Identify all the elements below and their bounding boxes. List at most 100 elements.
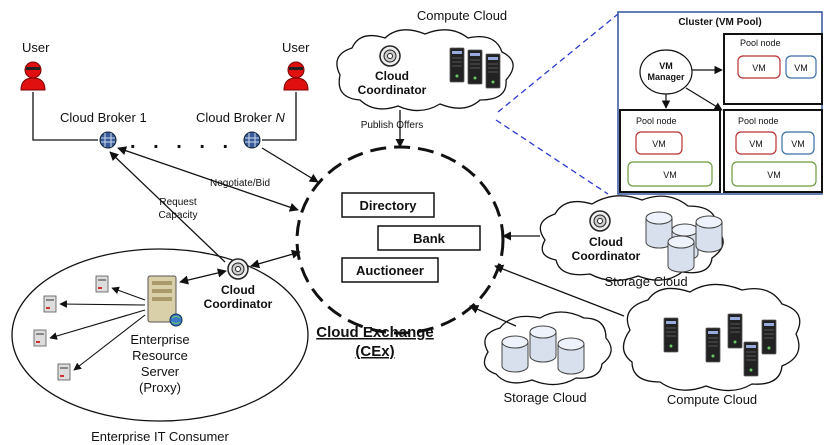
enterprise-consumer-label: Enterprise IT Consumer [91,429,229,444]
bank-box: Bank [377,225,481,251]
pool-node: Pool node VM VM VM [723,109,823,193]
vm-label: VM [791,139,805,149]
user-right: User [282,40,310,91]
server-icon [705,327,721,363]
pc-icon [95,275,109,293]
server-icon [743,341,759,377]
auctioneer-label: Auctioneer [356,263,424,278]
vm-label: VM [767,170,781,180]
pool-node-label: Pool node [738,116,779,126]
compute-cloud-top: Compute Cloud Cloud Coordinator [336,8,514,112]
vm-label: VM [752,63,766,73]
vm-label: VM [749,139,763,149]
vm-box [735,131,777,155]
server-icon [761,319,777,355]
pc-link [111,286,146,301]
vm-box [785,55,817,79]
coordinator-enterprise-icon [227,258,249,280]
storage-drum-icon [695,215,723,253]
user-left-label: User [22,40,50,55]
coordinator-top-line2: Coordinator [358,83,427,97]
request-capacity-arrow [109,151,226,263]
negotiate-bid-label: Negotiate/Bid [210,178,270,189]
storage-drum-icon [529,325,557,363]
exchange-title: Cloud Exchange [316,324,434,341]
enterprise-server-line3: Server [141,364,180,379]
user-left-icon [20,61,46,91]
vm-manager-line2: Manager [647,72,685,82]
pc-icon [33,329,47,347]
broker-n-arrow [261,147,319,183]
pc-icon [57,363,71,381]
coordinator-enterprise-line2: Coordinator [204,297,273,311]
storage-drum-icon [557,337,585,375]
vm-label: VM [652,139,666,149]
request-capacity-line2: Capacity [159,210,198,221]
cluster-title: Cluster (VM Pool) [678,17,761,28]
coordinator-top-line1: Cloud [375,69,409,83]
storage-cloud-right-label: Storage Cloud [604,274,687,289]
compute-cloud-bottom-label: Compute Cloud [667,392,757,407]
coordinator-right-icon [589,210,611,232]
cluster-panel: Cluster (VM Pool) VM Manager Pool node V… [617,11,823,195]
compute-cloud-top-label: Compute Cloud [417,8,507,23]
enterprise-boundary [11,248,309,422]
vm-box [781,131,815,155]
user-right-icon [283,61,309,91]
broker-n-icon [243,131,261,149]
request-capacity-line1: Request [159,197,196,208]
cluster-zoom-line [495,119,609,195]
negotiate-bid-arrow [117,146,299,212]
vm-manager-link [685,87,723,111]
vm-label: VM [794,63,808,73]
vm-box [627,161,713,187]
auctioneer-box: Auctioneer [341,257,439,283]
storage-cloud-right: Cloud Coordinator Storage Cloud [539,195,724,289]
storage-cloud-bottom-label: Storage Cloud [503,390,586,405]
broker-1: Cloud Broker 1 [60,110,147,149]
cluster-zoom-line [497,13,619,113]
vm-box [635,131,683,155]
coordinator-top-icon [379,45,401,67]
compute-cloud-bottom: Compute Cloud [622,283,801,407]
user-left-connector [32,92,98,141]
storage-drum-icon [667,235,695,273]
vm-box [737,55,781,79]
pc-link [49,309,146,340]
compute-bottom-arrow [494,264,625,317]
storage-bottom-arrow [469,305,517,327]
bank-label: Bank [413,231,446,246]
proxy-coordinator-arrow [179,268,227,285]
broker-1-label: Cloud Broker 1 [60,110,147,125]
broker-ellipsis: . . . . . [130,131,234,153]
user-right-connector [262,92,297,141]
server-icon [663,317,679,353]
storage-drum-icon [501,335,529,373]
broker-n-label: Cloud Broker N [196,110,285,125]
directory-label: Directory [359,198,417,213]
coordinator-right-line2: Coordinator [572,249,641,263]
pool-node-label: Pool node [740,38,781,48]
broker-n: Cloud Broker N [196,110,285,149]
coordinator-enterprise-line1: Cloud [221,283,255,297]
pool-node: Pool node VM VM [619,109,721,193]
vm-label: VM [663,170,677,180]
pool-node: Pool node VM VM [723,33,823,105]
pc-link [59,300,146,308]
exchange-subtitle: (CEx) [355,343,394,360]
enterprise-exchange-arrow [250,249,301,269]
server-icon [467,49,483,85]
vm-manager: VM Manager [639,49,693,95]
user-left: User [20,40,50,91]
server-icon [449,47,465,83]
enterprise-server-line4: (Proxy) [139,380,181,395]
enterprise-server-icon [147,275,183,327]
pc-link [73,314,146,371]
coordinator-right-line1: Cloud [589,235,623,249]
server-icon [485,53,501,89]
enterprise-server-line2: Resource [132,348,188,363]
enterprise-server-line1: Enterprise [130,332,189,347]
publish-offers-label: Publish Offers [361,120,424,131]
user-right-label: User [282,40,310,55]
